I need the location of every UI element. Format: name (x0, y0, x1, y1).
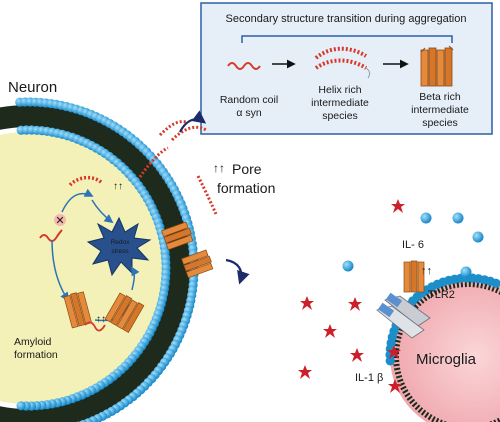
svg-text:Beta rich: Beta rich (419, 91, 461, 103)
pore-helix-2 (158, 120, 187, 137)
panel-title: Secondary structure transition during ag… (226, 13, 467, 25)
inner-beta-sheet (104, 292, 145, 333)
blocked-marker (54, 214, 66, 226)
microglia-membrane-bead (491, 278, 500, 288)
beta-label-1: Beta rich (419, 91, 461, 103)
il6-molecule (452, 212, 464, 224)
svg-text:intermediate: intermediate (311, 97, 369, 109)
beta-sheet-glyph (420, 45, 454, 87)
helix-label-2: intermediate (311, 97, 369, 109)
blocked-glyph: ✕ (55, 215, 64, 227)
cycle-arrow-5 (131, 266, 140, 291)
beta-label-2: intermediate (411, 104, 469, 116)
pore-label-2: formation (217, 180, 275, 196)
svg-text:α syn: α syn (236, 107, 261, 119)
beta-label-3: species (422, 117, 458, 129)
cytokines: IL- 6 IL-1 β (298, 199, 484, 393)
tlr2-bound-fibril (403, 260, 425, 293)
il1b-star (298, 365, 312, 379)
il6-molecule (342, 260, 354, 272)
membrane-fibril-2 (181, 249, 214, 279)
il6-molecule (460, 266, 472, 278)
neuron-cytoplasm (0, 132, 164, 404)
il1b-star (350, 348, 364, 362)
il1b-label: IL-1 β (355, 372, 383, 384)
tlr2-label: TLR2 (428, 289, 455, 301)
pore-helix-1 (138, 146, 169, 178)
svg-text:Random coil: Random coil (220, 94, 278, 106)
amyloid-label-2: formation (14, 349, 58, 361)
pore-up-arrows: ↑↑ (213, 161, 225, 175)
tlr2-up-arrows: ↑↑ (421, 265, 432, 277)
svg-text:Helix rich: Helix rich (318, 84, 361, 96)
neuron-label: Neuron (8, 79, 57, 96)
neuron-interior: Redox stress ↑↑ ✕ ↑↑ Amyloid formatio (14, 175, 152, 361)
random-coil-glyph (227, 62, 261, 70)
cycle-arrow-1 (61, 188, 94, 213)
il6-molecule (472, 231, 484, 243)
il1b-star (323, 324, 337, 338)
svg-text:species: species (322, 110, 358, 122)
il6-molecule (420, 212, 432, 224)
pore-helix-4 (196, 175, 218, 215)
il1b-star (300, 296, 314, 310)
pore-region: ↑↑ Pore formation (138, 110, 275, 285)
il1b-star (388, 379, 402, 393)
membrane-fibril-1 (161, 221, 194, 251)
cycle-arrow-2 (91, 199, 114, 224)
il1b-star (391, 199, 405, 213)
inner-lipid-head (16, 401, 26, 411)
svg-text:intermediate: intermediate (411, 104, 469, 116)
lipid-tail-band (0, 105, 191, 422)
il1b-star (387, 345, 401, 359)
pore-curved-arrow (179, 110, 207, 133)
il6-label: IL- 6 (402, 239, 424, 251)
panel-bracket (241, 35, 453, 43)
amyloid-label-1: Amyloid (14, 336, 52, 348)
random-coil-label: Random coil (220, 94, 278, 106)
inner-coil-2 (84, 321, 106, 332)
helix-glyph (314, 46, 371, 79)
helix-label-3: species (322, 110, 358, 122)
svg-text:species: species (422, 117, 458, 129)
tlr2-receptor: TLR2 (376, 289, 455, 339)
helix-label-1: Helix rich (318, 84, 361, 96)
membrane-curved-arrow (225, 258, 250, 285)
inner-amyloid-fibril (63, 291, 93, 329)
redox-label-2: stress (111, 248, 129, 255)
aggregation-panel: Secondary structure transition during ag… (200, 2, 493, 135)
inner-up-arrows-2: ↑↑ (96, 314, 106, 325)
microglia-label: Microglia (416, 351, 477, 368)
redox-label-1: Redox (111, 239, 131, 246)
neuron-membrane (0, 97, 199, 422)
cycle-arrow-3 (51, 239, 69, 302)
inner-up-arrows-1: ↑↑ (113, 181, 123, 192)
inner-helix-glyph (68, 175, 104, 187)
alpha-syn-label: α syn (236, 107, 261, 119)
pore-helix-3 (170, 125, 207, 142)
il1b-star (348, 297, 362, 311)
outer-lipid-head (79, 419, 88, 422)
pore-label-1: Pore (232, 161, 262, 177)
redox-stress-burst (86, 216, 152, 277)
